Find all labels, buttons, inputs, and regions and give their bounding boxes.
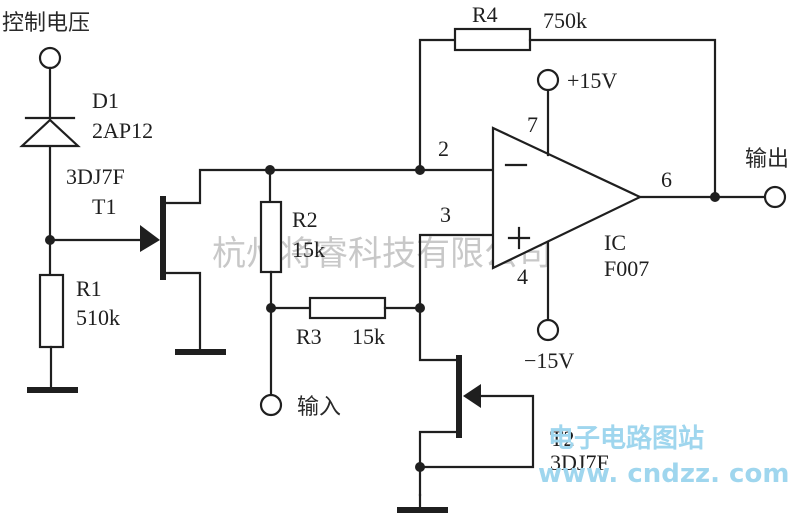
jfet-t2 bbox=[397, 306, 535, 513]
label-d1-part: 2AP12 bbox=[92, 118, 153, 143]
label-ic-ref: IC bbox=[604, 230, 626, 255]
gate-arrow-t2 bbox=[463, 384, 481, 408]
control-voltage-branch bbox=[19, 46, 81, 393]
label-input: 输入 bbox=[297, 395, 341, 420]
resistor-r2 bbox=[259, 200, 283, 274]
resistor-r3 bbox=[308, 296, 387, 320]
label-output: 输出 bbox=[745, 147, 789, 172]
label-r1-value: 510k bbox=[76, 305, 120, 330]
label-d1-ref: D1 bbox=[92, 88, 119, 113]
control-voltage-terminal[interactable] bbox=[38, 46, 62, 70]
label-r2-value: 15k bbox=[292, 237, 325, 262]
label-vpos: +15V bbox=[567, 68, 617, 93]
label-pin-4: 4 bbox=[517, 264, 528, 289]
label-r2-ref: R2 bbox=[292, 207, 318, 232]
junction-t2-ground bbox=[415, 462, 425, 472]
label-t2-part: 3DJ7F bbox=[550, 450, 609, 475]
label-ic-part: F007 bbox=[604, 256, 649, 281]
label-r4-ref: R4 bbox=[472, 2, 498, 27]
label-r4-value: 750k bbox=[543, 8, 587, 33]
output-terminal[interactable] bbox=[763, 185, 787, 209]
label-r1-ref: R1 bbox=[76, 276, 102, 301]
wire-noninverting bbox=[418, 233, 495, 310]
label-r3-value: 15k bbox=[352, 324, 385, 349]
jfet-t1 bbox=[48, 168, 272, 355]
label-vneg: −15V bbox=[524, 348, 574, 373]
resistor-r4-feedback bbox=[418, 27, 717, 199]
label-t1-part: 3DJ7F bbox=[66, 164, 125, 189]
label-pin-3: 3 bbox=[440, 202, 451, 227]
label-control-voltage: 控制电压 bbox=[2, 11, 90, 36]
vpos-terminal[interactable] bbox=[536, 68, 560, 92]
label-t2-ref: T2 bbox=[550, 426, 574, 451]
resistor-r1 bbox=[38, 273, 65, 349]
label-pin-2: 2 bbox=[438, 136, 449, 161]
op-amp-ic bbox=[491, 68, 767, 342]
label-pin-6: 6 bbox=[661, 167, 672, 192]
label-pin-7: 7 bbox=[527, 112, 538, 137]
gate-arrow-t1 bbox=[140, 225, 160, 252]
watermark-site-url: www. cndzz. com bbox=[538, 459, 789, 489]
watermark-site-cn: 电子电路图站 bbox=[548, 423, 704, 454]
junction-output bbox=[710, 192, 720, 202]
vneg-terminal[interactable] bbox=[536, 318, 560, 342]
label-t1-ref: T1 bbox=[92, 194, 116, 219]
input-terminal[interactable] bbox=[259, 393, 283, 417]
diode-d1 bbox=[19, 116, 81, 148]
label-r3-ref: R3 bbox=[296, 324, 322, 349]
